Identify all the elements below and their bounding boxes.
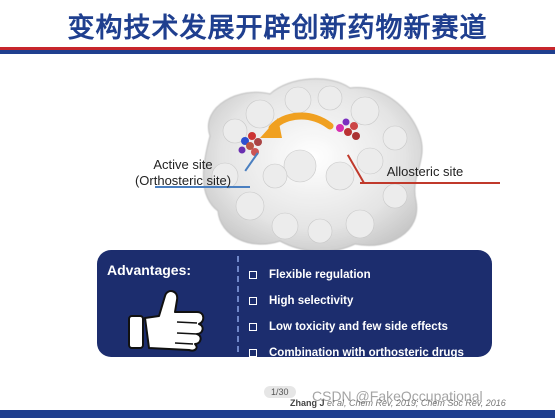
title-divider-blue xyxy=(0,50,555,54)
active-site-label: Active site (Orthosteric site) xyxy=(118,157,248,189)
bottom-bar xyxy=(0,410,555,418)
square-bullet-icon xyxy=(249,349,257,357)
advantage-text: Low toxicity and few side effects xyxy=(269,321,448,333)
active-site-label-line1: Active site xyxy=(153,157,213,172)
title-divider-red xyxy=(0,47,555,50)
square-bullet-icon xyxy=(249,297,257,305)
square-bullet-icon xyxy=(249,323,257,331)
advantage-text: High selectivity xyxy=(269,295,354,307)
advantage-text: Flexible regulation xyxy=(269,269,371,281)
thumbs-up-icon xyxy=(128,290,205,352)
advantage-text: Combination with orthosteric drugs xyxy=(269,347,464,357)
list-item: High selectivity xyxy=(249,288,464,314)
advantages-heading: Advantages: xyxy=(107,262,192,278)
reference-author: Zhang J xyxy=(290,398,325,408)
reference-citation: Zhang J et al, Chem Rev, 2019; Chem Soc … xyxy=(290,398,506,408)
slide-title: 变构技术发展开辟创新药物新赛道 xyxy=(67,13,488,44)
list-item: Combination with orthosteric drugs xyxy=(249,340,464,357)
watermark: CSDN @FakeOccupational xyxy=(312,388,483,404)
allosteric-site-ligand xyxy=(336,118,360,140)
advantages-panel: Advantages: Flexible regulation High sel… xyxy=(97,250,492,357)
active-site-label-line2: (Orthosteric site) xyxy=(134,173,232,188)
page-indicator[interactable]: 1/30 xyxy=(264,386,296,398)
square-bullet-icon xyxy=(249,271,257,279)
advantages-list: Flexible regulation High selectivity Low… xyxy=(249,262,464,357)
arrow-head xyxy=(260,118,282,138)
panel-divider xyxy=(237,256,239,352)
list-item: Flexible regulation xyxy=(249,262,464,288)
allosteric-site-label: Allosteric site xyxy=(386,164,464,179)
active-site-ligand xyxy=(238,132,262,156)
reference-text: et al, Chem Rev, 2019; Chem Soc Rev, 201… xyxy=(327,398,506,408)
active-site-pointer xyxy=(155,186,250,188)
protein-structure-image xyxy=(203,78,423,252)
allosteric-site-pointer xyxy=(360,182,500,184)
list-item: Low toxicity and few side effects xyxy=(249,314,464,340)
